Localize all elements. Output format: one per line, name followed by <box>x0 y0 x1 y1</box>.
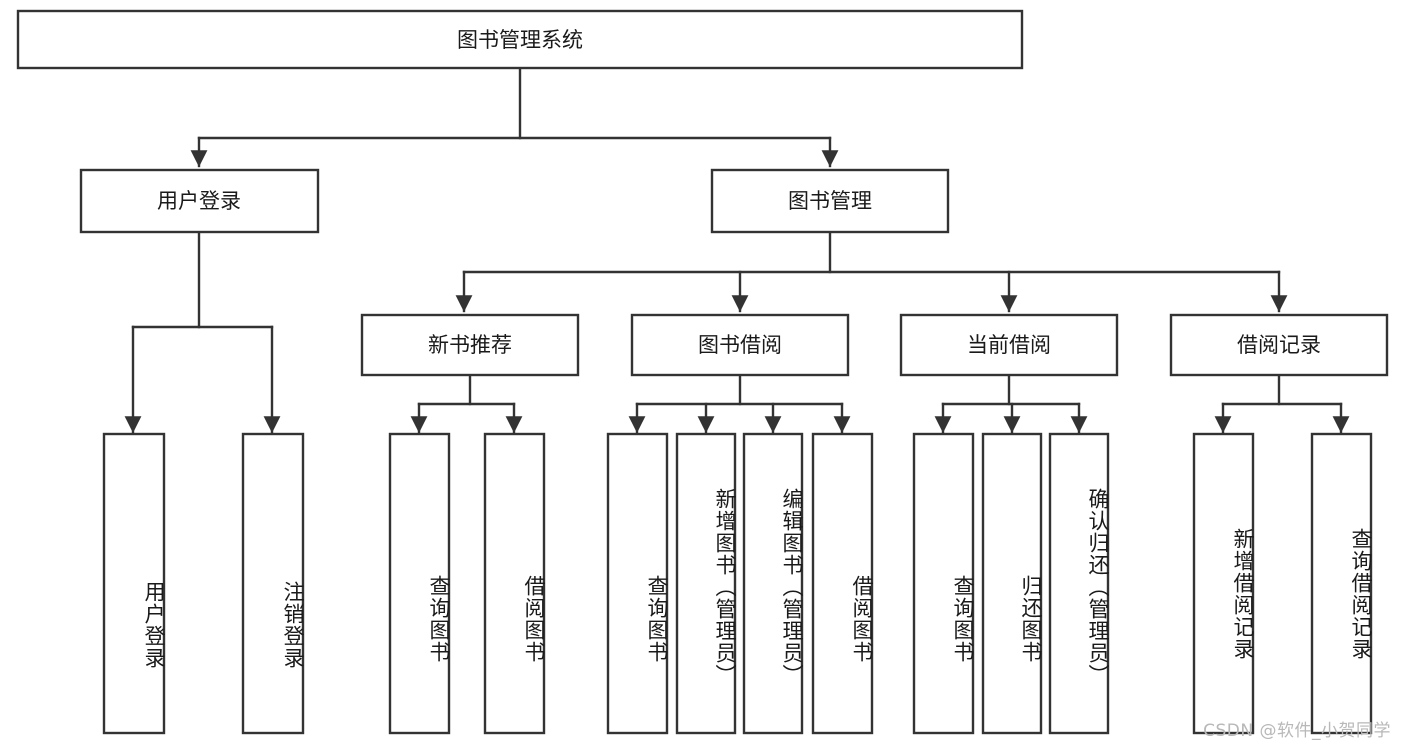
leaf-box-add-book[interactable] <box>675 432 737 735</box>
connector-group-current-borrow <box>934 373 1088 434</box>
node-book-mgmt-label: 图书管理 <box>788 189 872 213</box>
node-book-mgmt[interactable]: 图书管理 <box>710 168 950 234</box>
leaf-box-edit-book[interactable] <box>742 432 804 735</box>
node-user-login[interactable]: 用户登录 <box>79 168 320 234</box>
node-new-book-rec-label: 新书推荐 <box>428 333 512 357</box>
connector-group-book-borrow <box>628 373 851 434</box>
node-user-login-box[interactable] <box>79 168 320 234</box>
node-book-borrow-box[interactable] <box>630 313 850 377</box>
node-current-borrow-box[interactable] <box>899 313 1119 377</box>
connector-group-new-book-rec <box>410 373 523 434</box>
leaf-box-logout[interactable] <box>241 432 305 735</box>
leaf-box-query-book-3[interactable] <box>912 432 975 735</box>
node-new-book-rec-box[interactable] <box>360 313 580 377</box>
node-root-box[interactable] <box>16 9 1024 70</box>
leaf-box-borrow-book-1[interactable] <box>483 432 546 735</box>
node-current-borrow[interactable]: 当前借阅 <box>899 313 1119 377</box>
connector-group-book-mgmt <box>455 230 1288 313</box>
node-user-login-label: 用户登录 <box>157 189 241 213</box>
leaf-box-borrow-book-2[interactable] <box>811 432 874 735</box>
connector-group-root <box>190 66 839 168</box>
node-book-borrow-label: 图书借阅 <box>698 333 782 357</box>
node-borrow-record[interactable]: 借阅记录 <box>1169 313 1389 377</box>
connector-group-borrow-record <box>1214 373 1350 434</box>
leaf-box-query-record[interactable] <box>1310 432 1373 735</box>
node-root-label: 图书管理系统 <box>457 28 583 52</box>
node-book-mgmt-box[interactable] <box>710 168 950 234</box>
node-book-borrow[interactable]: 图书借阅 <box>630 313 850 377</box>
csdn-watermark: CSDN @软件_小贺同学 <box>1203 721 1391 741</box>
leaf-box-return-book[interactable] <box>981 432 1043 735</box>
node-borrow-record-box[interactable] <box>1169 313 1389 377</box>
leaf-box-confirm-return[interactable] <box>1048 432 1110 735</box>
node-root[interactable]: 图书管理系统 <box>16 9 1024 70</box>
connector-group-user-login <box>124 230 281 434</box>
leaf-box-add-record[interactable] <box>1192 432 1255 735</box>
node-current-borrow-label: 当前借阅 <box>967 333 1051 357</box>
leaf-box-user-login[interactable] <box>102 432 166 735</box>
leaf-box-query-book-1[interactable] <box>388 432 451 735</box>
node-borrow-record-label: 借阅记录 <box>1237 333 1321 357</box>
leaf-box-query-book-2[interactable] <box>606 432 669 735</box>
node-new-book-rec[interactable]: 新书推荐 <box>360 313 580 377</box>
leaf-boxes <box>102 432 1373 735</box>
